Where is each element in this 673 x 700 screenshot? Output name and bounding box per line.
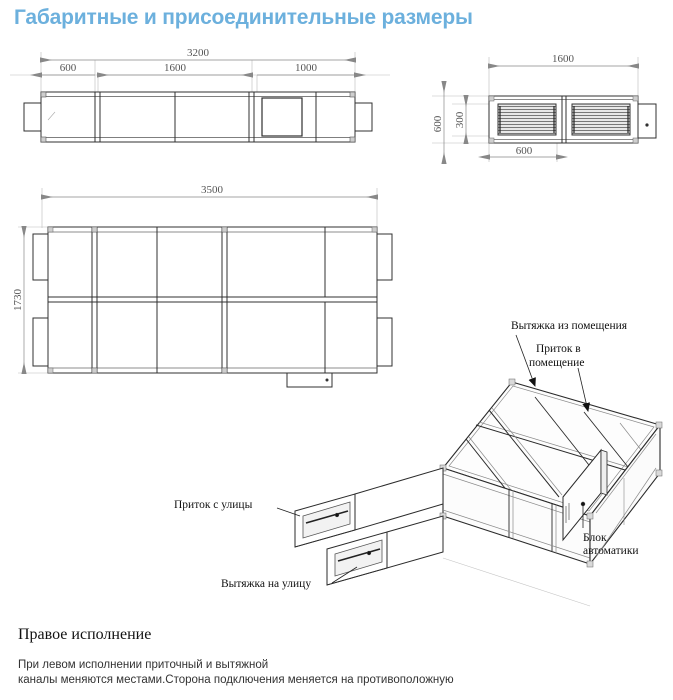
callout-supply-to-room-line1: Приток в [536,343,581,355]
front-view-drawing: 3500 1730 [12,184,393,388]
callout-control-unit-line1: Блок [583,532,607,544]
iso-callouts: Вытяжка из помещения Приток в помещение … [174,320,639,590]
dim-front-height-1730: 1730 [12,226,27,374]
dim-overall-3200: 3200 [40,47,356,63]
dim-label-segment-3: 1000 [295,62,318,74]
dim-label-side-grille-width: 600 [516,145,533,157]
iso-body [294,378,663,607]
side-view-drawing: 1600 600 300 600 [432,53,657,164]
dim-label-front-height: 1730 [12,289,24,312]
iso-control-box [562,448,608,542]
top-view-drawing: 3200 600 1600 1000 [10,47,390,143]
note-line-2: каналы меняются местами.Сторона подключе… [18,674,454,686]
dim-front-width-3500: 3500 [41,184,378,200]
note-block: При левом исполнении приточный и вытяжно… [18,658,454,688]
front-view-body [32,226,393,388]
dim-label-overall-length: 3200 [187,47,210,59]
page-title: Габаритные и присоединительные размеры [14,6,473,29]
top-view-body [23,91,373,143]
dim-label-side-inner-height: 300 [454,111,466,128]
dim-label-segment-1: 600 [60,62,77,74]
dim-segments-row: 600 1600 1000 [30,62,366,78]
dim-label-segment-2: 1600 [164,62,187,74]
iso-duct-supply-street [294,467,444,548]
callout-supply-from-street: Приток с улицы [174,499,253,511]
dim-label-side-width: 1600 [552,53,575,65]
execution-title: Правое исполнение [18,626,152,643]
callout-control-unit-line2: автоматики [583,545,639,557]
dim-label-front-width: 3500 [201,184,224,196]
side-view-body [488,95,657,144]
callout-supply-to-room-line2: помещение [529,357,584,369]
dim-side-inner-300: 300 [454,95,469,144]
dim-side-grille-600: 600 [478,145,568,160]
dim-side-width-1600: 1600 [488,53,639,69]
iso-duct-exhaust-street [326,515,444,586]
note-line-1: При левом исполнении приточный и вытяжно… [18,659,269,671]
callout-exhaust-to-street: Вытяжка на улицу [221,578,311,590]
dim-label-side-height: 600 [432,115,444,132]
dim-side-height-600: 600 [432,81,447,164]
callout-exhaust-from-room: Вытяжка из помещения [511,320,628,332]
iso-view-drawing: Вытяжка из помещения Приток в помещение … [174,320,663,607]
